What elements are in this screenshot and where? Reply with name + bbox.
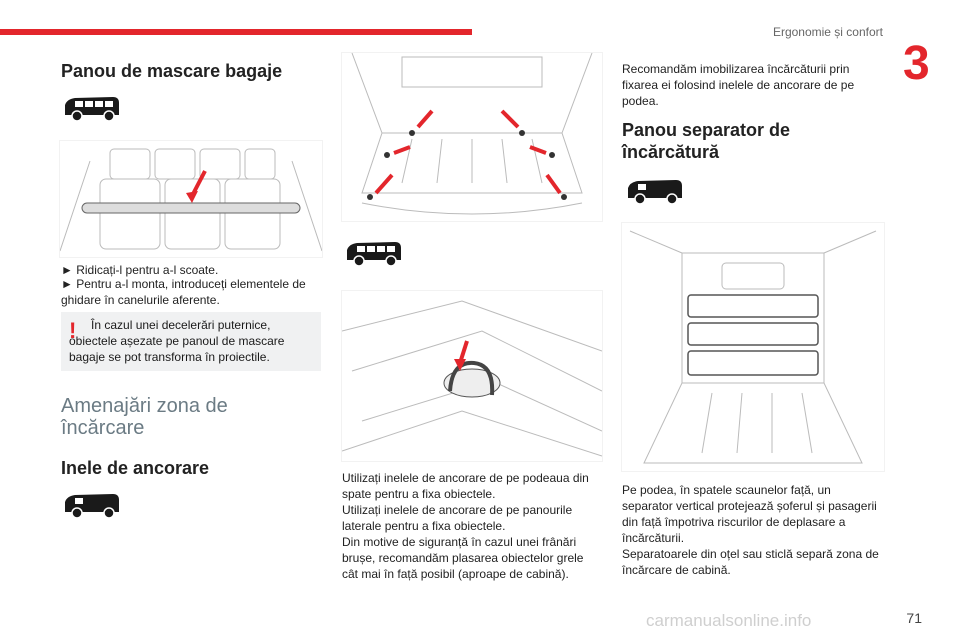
warning-icon: ! <box>69 318 77 343</box>
cover-panel-title: Panou de mascare bagaje <box>61 61 283 81</box>
watermark: carmanualsonline.info <box>646 611 812 630</box>
cargo-floor-illustration <box>341 52 603 222</box>
warning-text: În cazul unei decelerări puternice, obie… <box>69 318 285 364</box>
separator-text: Pe podea, în spatele scaunelor față, un … <box>622 483 879 577</box>
van-passenger-icon <box>61 95 123 123</box>
cover-panel-illustration <box>59 140 323 258</box>
van-cargo-icon <box>61 492 123 520</box>
van-passenger-icon-2 <box>343 240 405 268</box>
warning-box: ! În cazul unei decelerări puternice, ob… <box>61 312 321 371</box>
anchor-ring-illustration <box>341 290 603 462</box>
section-title: Ergonomie și confort <box>772 25 883 39</box>
van-cargo-icon-2 <box>624 178 686 206</box>
header-red-bar <box>0 29 472 35</box>
immobilize-text: Recomandăm imobilizarea încărcăturii pri… <box>622 62 855 108</box>
load-area-subheading: Amenajări zona de încărcare <box>61 395 228 439</box>
anchor-rings-title: Inele de ancorare <box>61 458 210 478</box>
step-install: ► Pentru a-l monta, introduceți elemente… <box>61 277 306 307</box>
step-remove: ► Ridicați-l pentru a-l scoate. <box>61 263 219 277</box>
separator-illustration <box>621 222 885 472</box>
separator-panel-title: Panou separator de încărcătură <box>622 120 791 162</box>
page-number: 71 <box>906 610 922 626</box>
chapter-number: 3 <box>903 37 930 90</box>
anchor-rings-text: Utilizați inelele de ancorare de pe pode… <box>342 471 589 581</box>
